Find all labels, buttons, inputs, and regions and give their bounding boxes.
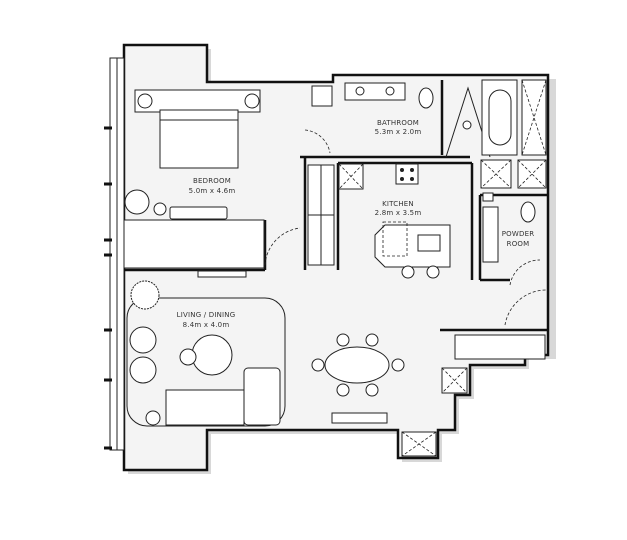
- balcony-window-strip: [104, 57, 125, 451]
- bathroom-label: BATHROOM: [377, 119, 419, 127]
- kitchen-size: 2.8m x 3.5m: [375, 209, 422, 217]
- living-dining-size: 8.4m x 4.0m: [183, 321, 230, 329]
- living-dining-furniture: [126, 280, 546, 457]
- bathroom-size: 5.3m x 2.0m: [375, 128, 422, 136]
- interior-walls: [124, 80, 548, 332]
- bedroom-label: BEDROOM: [193, 177, 231, 185]
- powder-room-fixtures: [482, 192, 549, 326]
- kitchen-counters: [338, 163, 451, 279]
- wardrobe: [307, 164, 335, 266]
- kitchen-label: KITCHEN: [382, 200, 414, 208]
- bedroom-furniture: [123, 89, 331, 278]
- powder-room-label-line1: POWDER: [502, 230, 535, 238]
- powder-room-label-line2: ROOM: [507, 240, 530, 248]
- living-dining-label: LIVING / DINING: [177, 311, 236, 319]
- bathroom-fixtures: [311, 79, 547, 189]
- bedroom-size: 5.0m x 4.6m: [189, 187, 236, 195]
